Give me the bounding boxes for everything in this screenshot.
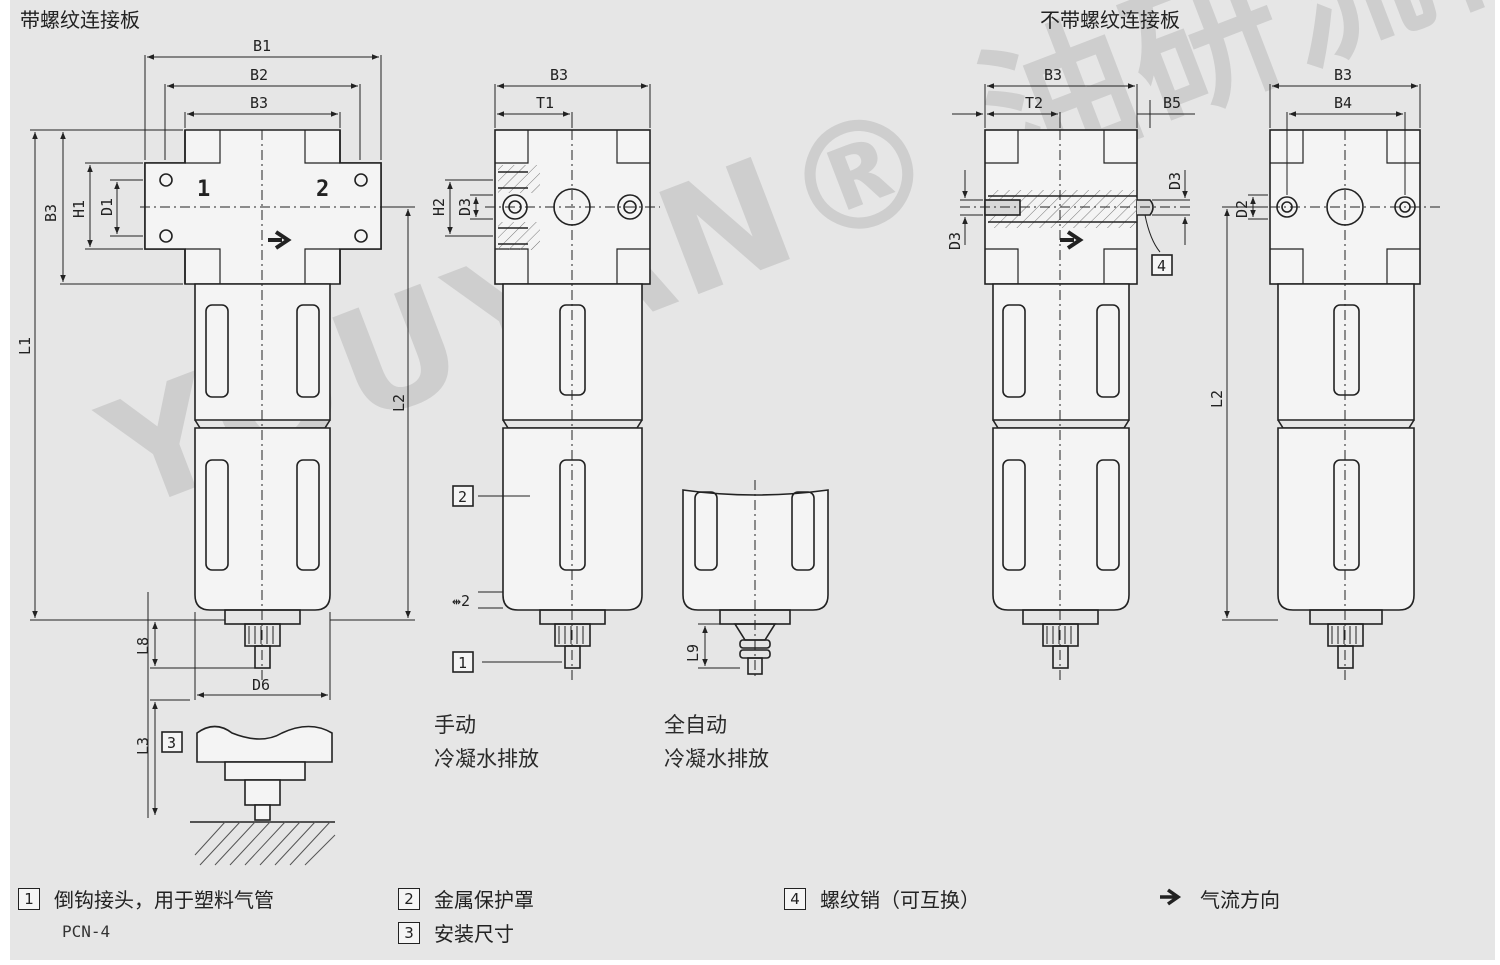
port-in-label: 1 (197, 177, 210, 202)
dimensions-view5 (1222, 83, 1421, 621)
svg-text:4: 4 (1157, 257, 1166, 275)
title-without-thread-plate: 不带螺纹连接板 (1040, 8, 1180, 32)
view-front-no-plate (960, 129, 1190, 680)
svg-text:H2: H2 (430, 198, 448, 216)
svg-text:D3: D3 (946, 232, 964, 250)
svg-text:B3: B3 (550, 66, 568, 84)
legend-text-3: 安装尺寸 (434, 922, 514, 946)
dimensions-view4 (952, 83, 1195, 253)
dim-L9: L9 (684, 644, 702, 662)
svg-text:D3: D3 (1166, 172, 1184, 190)
dim-labels-view2: B3 T1 H2 D3 ⇹2 (430, 66, 568, 610)
port-out-label: 2 (316, 177, 329, 202)
dim-labels-view1: B1 B2 B3 D6 B3 H1 D1 L1 L2 L8 L3 (16, 37, 408, 755)
svg-text:B3: B3 (42, 204, 60, 222)
svg-text:L2: L2 (390, 394, 408, 412)
legend-num-2: 2 (398, 887, 420, 910)
legend-text-2: 金属保护罩 (434, 888, 534, 912)
legend-text-4: 螺纹销（可互换） (820, 888, 980, 912)
view-side (485, 129, 660, 680)
auto-drain-caption: 全自动 冷凝水排放 (664, 708, 769, 776)
dimensions-view2 (445, 83, 651, 663)
dim-labels-view5: B3 B4 D2 L2 (1208, 66, 1352, 408)
svg-text:2: 2 (458, 488, 467, 506)
legend-sub-1: PCN-4 (62, 922, 111, 941)
callout-4: 4 (1151, 254, 1173, 276)
legend-num-4: 4 (784, 887, 806, 910)
svg-text:B1: B1 (253, 37, 271, 55)
svg-text:B4: B4 (1334, 94, 1352, 112)
manual-drain-caption: 手动 冷凝水排放 (434, 708, 539, 776)
svg-text:1: 1 (458, 654, 467, 672)
svg-text:B3: B3 (1334, 66, 1352, 84)
installation-detail (190, 725, 336, 866)
view-front-with-plate (140, 129, 410, 680)
manual-caption-line1: 手动 (434, 713, 476, 737)
legend-text-1: 倒钩接头，用于塑料气管 (54, 888, 274, 912)
svg-text:B5: B5 (1163, 94, 1181, 112)
title-with-thread-plate: 带螺纹连接板 (20, 8, 140, 32)
callout-3: 3 (161, 731, 183, 753)
auto-caption-line2: 冷凝水排放 (664, 747, 769, 771)
svg-text:D1: D1 (98, 198, 116, 216)
legend-item-3: 3 安装尺寸 (398, 918, 514, 947)
svg-text:L3: L3 (134, 737, 152, 755)
svg-text:B3: B3 (1044, 66, 1062, 84)
svg-text:L1: L1 (16, 337, 34, 355)
legend-item-2: 2 金属保护罩 (398, 884, 534, 913)
legend-num-1: 1 (18, 887, 40, 910)
legend-flow-direction: 气流方向 (1200, 884, 1280, 913)
svg-text:D3: D3 (456, 198, 474, 216)
manual-caption-line2: 冷凝水排放 (434, 747, 539, 771)
callout-1: 1 (452, 651, 474, 673)
svg-text:T1: T1 (536, 94, 554, 112)
svg-text:L8: L8 (134, 637, 152, 655)
legend-item-1: 1 倒钩接头，用于塑料气管 (18, 884, 274, 913)
svg-text:⇹2: ⇹2 (452, 592, 470, 610)
svg-text:T2: T2 (1025, 94, 1043, 112)
callout-2: 2 (452, 485, 474, 507)
svg-text:D2: D2 (1233, 200, 1251, 218)
auto-caption-line1: 全自动 (664, 713, 727, 737)
svg-text:L2: L2 (1208, 390, 1226, 408)
dimensions-view1 (30, 54, 415, 818)
view-auto-drain (682, 480, 829, 680)
svg-text:H1: H1 (70, 200, 88, 218)
legend-num-3: 3 (398, 921, 420, 944)
flow-direction-text: 气流方向 (1200, 888, 1280, 912)
svg-text:D6: D6 (252, 676, 270, 694)
dim-labels-view4: B3 T2 B5 D3 D3 (946, 66, 1184, 250)
dimensions-view3 (698, 623, 740, 669)
view-side-no-plate (1250, 129, 1440, 680)
legend-item-4: 4 螺纹销（可互换） (784, 884, 980, 913)
svg-text:B3: B3 (250, 94, 268, 112)
svg-text:B2: B2 (250, 66, 268, 84)
legend-boxes (1160, 888, 1182, 906)
svg-text:3: 3 (167, 734, 176, 752)
